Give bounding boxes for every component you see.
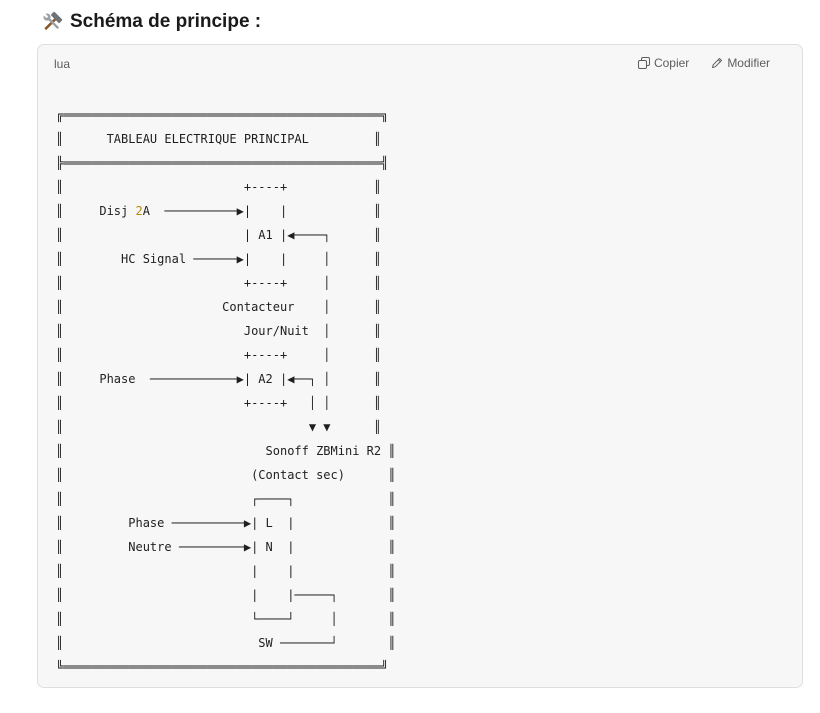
code-line: ║ Contacteur │ ║ — [56, 300, 382, 314]
code-line: ╚═══════════════════════════════════════… — [56, 660, 389, 674]
code-line: ║ └────┘ │ ║ — [56, 612, 396, 626]
code-line: ║ | | ║ — [56, 564, 396, 578]
copy-button[interactable]: Copier — [637, 56, 690, 70]
code-line: ║ | A1 |◀────┐ ║ — [56, 228, 382, 242]
pencil-icon — [712, 58, 723, 68]
code-actions: Copier Modifier — [637, 56, 770, 70]
code-content: ╔═══════════════════════════════════════… — [56, 103, 792, 677]
code-line: ║ +----+ ║ — [56, 180, 382, 194]
code-line: ║ Sonoff ZBMini R2 ║ — [56, 444, 396, 458]
code-line: ║ ▼ ▼ ║ — [56, 420, 382, 434]
code-language-label: lua — [54, 57, 71, 71]
section-title: Schéma de principe : — [70, 11, 262, 32]
code-line: ║ +----+ │ │ ║ — [56, 396, 382, 410]
copy-button-label: Copier — [653, 56, 690, 70]
edit-button[interactable]: Modifier — [711, 56, 770, 70]
edit-button-label: Modifier — [727, 56, 770, 70]
code-line: ╠═══════════════════════════════════════… — [56, 156, 389, 170]
code-line: ║ ┌────┐ ║ — [56, 492, 396, 506]
code-line: ║ Neutre ─────────▶| N | ║ — [56, 540, 396, 554]
code-line: ║ Phase ────────────▶| A2 |◀──┐ │ ║ — [56, 372, 382, 386]
code-line: ║ SW ───────┘ ║ — [56, 636, 396, 650]
code-line: ║ +----+ │ ║ — [56, 276, 382, 290]
section-heading: Schéma de principe : — [40, 8, 261, 36]
code-line: ║ | |─────┐ ║ — [56, 588, 396, 602]
code-block-header: lua Copier Modifier — [38, 45, 802, 83]
copy-icon — [637, 57, 650, 69]
code-line: ║ Jour/Nuit │ ║ — [56, 324, 382, 338]
code-line: ║ (Contact sec) ║ — [56, 468, 396, 482]
hammer-and-wrench-icon — [40, 10, 64, 34]
code-line: ║ TABLEAU ELECTRIQUE PRINCIPAL ║ — [56, 132, 382, 146]
wiring-diagram-text: ╔═══════════════════════════════════════… — [56, 103, 792, 679]
code-block: lua Copier Modifier ╔═══════════════════… — [37, 44, 803, 688]
code-line: ╔═══════════════════════════════════════… — [56, 108, 389, 122]
code-line: ║ +----+ │ ║ — [56, 348, 382, 362]
code-line: ║ Phase ──────────▶| L | ║ — [56, 516, 396, 530]
code-line: ║ Disj 2A ──────────▶| | ║ — [56, 204, 382, 218]
code-line: ║ HC Signal ──────▶| | │ ║ — [56, 252, 382, 266]
